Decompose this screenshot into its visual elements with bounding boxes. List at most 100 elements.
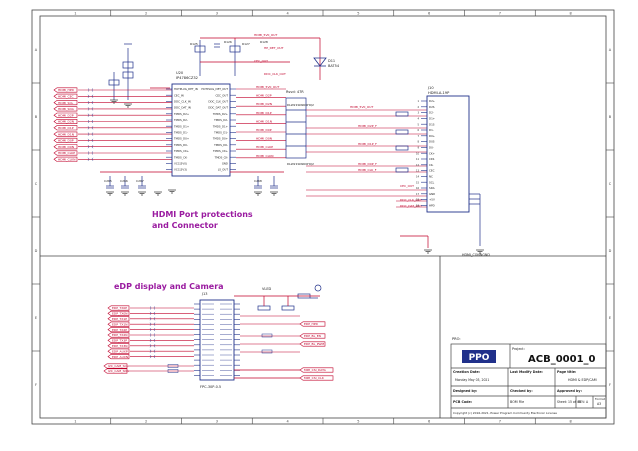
ic-pin-right-label: TMDS_D1- [213,131,228,135]
zone-row-left-A: A [35,48,38,52]
zone-row-right-D: D [609,249,612,253]
conn-net-label: HDMI_D1P_F [358,142,377,146]
conn-pin-label: SCL [429,180,435,184]
ic-u20-pins: HOTPLUG_DET_INCEC_INDDC_CLK_INDDC_DAT_IN… [166,87,236,172]
hdmi-in-hdmi_d2n-shape [53,119,78,124]
series-termination-mark [87,119,94,124]
series-termination-mark [149,311,156,316]
edp-out-edp_hpd-label: EDP_HPD [304,322,319,326]
edp-in-edp_tx3n-shape [107,343,130,349]
conn-pin-number: 13 [416,170,420,173]
ic-pin-left-label: VCC(3V3) [174,168,187,172]
ic-pin-left-label: VCC(5V0) [174,162,187,166]
zone-col-bottom-2: 2 [145,420,147,424]
edp-connector-ref: J13 [201,292,208,296]
ic-pin-right-label: DDC_DAT_OUT [208,106,228,110]
top-net-label: DDC_CLK_OUT [264,72,286,76]
conn-pin-number: 19 [416,205,420,208]
edp-out-edp_bl_en-label: EDP_BL_EN [304,334,321,338]
resistor-ref: R126 [224,40,232,44]
mid-net-label: HDMI_D1N [256,119,272,123]
capacitor-ref: C265 [104,179,112,183]
hdmi-in-hdmi_d1p-shape [53,125,78,131]
ic-pin-left-label: HOTPLUG_DET_IN [174,87,198,91]
ic-pin-right-label: GND [222,162,228,166]
conn-pin-number: 1 [417,100,419,103]
conn-pin-number: 11 [416,158,420,161]
ic-pin-left-label: TMDS_D0+ [173,137,189,141]
company-logo: PPO [462,350,496,363]
edp-connector-part: FPC-30P-0.5 [200,385,221,389]
zone-col-bottom-7: 7 [499,420,501,424]
conn-net-label: DDC_CLK_OUT [400,198,422,202]
zone-row-left-F: F [35,383,37,387]
conn-pin-label: D0S [429,140,435,144]
edp-in-edp_tx1p-label: EDP_TX1P [112,317,127,321]
mid-net-label: HDMI_D2N [256,102,272,106]
ic-pin-right-label: CEC_OUT [215,93,228,97]
i2c-resistor [167,369,179,373]
conn-pin-label: GND [429,192,435,196]
edp-in-edp_tx0p-shape [107,305,130,311]
conn-pin-number: 5 [417,123,419,126]
series-termination-mark [87,107,94,111]
hdmi-in-hdmi_cec-label: HDMI_CEC [58,95,74,99]
conn-pin-label: D1S [429,122,435,126]
conn-pin-label: +5V [429,198,435,202]
ic-pin-left-label: TMDS_D2+ [173,112,189,116]
edp-in-edp_auxp-label: EDP_AUXP [112,349,128,353]
hdmi-in-hdmi_clkp-shape [53,150,78,156]
zone-col-bottom-3: 3 [216,420,218,424]
zone-col-bottom-4: 4 [287,420,290,424]
mid-net-label: HDMI_D2P [256,94,272,98]
edp-in-edp_tx1p-shape [107,316,130,322]
conn-pin-number: 4 [417,118,419,121]
csi-mipi_csi_clk-shape [299,375,334,381]
i2c-i2c_cam_sda-shape [103,368,128,374]
series-termination-mark [87,94,94,98]
diode-d11-ref: D11 [328,59,335,63]
series-termination-mark [87,100,94,105]
series-termination-mark [87,138,94,143]
conn-pin-number: 14 [416,176,420,179]
ic-pin-left-label: DDC_CLK_IN [174,100,191,104]
creation-date-value: Monday May 03, 2021 [455,378,489,382]
mid-net-label: HDMI_D0P [256,128,272,132]
pcb-code-value: BOM File [510,400,524,404]
conn-pin-number: 6 [417,129,419,132]
conn-pin-number: 9 [417,147,419,150]
series-termination-mark [87,157,94,161]
creation-date-label: Creation Date: [453,370,480,374]
zone-row-left-B: B [35,115,38,119]
zone-row-right-F: F [609,383,611,387]
conn-pin-number: 17 [416,193,420,196]
conn-pin-number: 18 [416,199,420,202]
revision: REV: A [578,400,589,404]
ic-pin-right-label: TMDS_CK+ [212,149,228,153]
ic-pin-left-label: TMDS_D0- [173,143,188,147]
hdmi-in-hdmi_clkn-shape [53,156,78,162]
i2c-resistor [167,364,179,368]
i2c-i2c_cam_scl-label: I2C_CAM_SCL [108,364,129,368]
csi-mipi_csi_data-label: MIPI_CSI_DATA [304,368,327,372]
capacitor-ref: C267 [136,179,144,183]
title-block [450,343,607,419]
choke-part-top: DLW21SN900HQ2 [287,103,314,107]
edp-rail-label: VLED [262,287,272,291]
series-termination-mark [149,333,156,337]
hdmi-in-hdmi_d0n-shape [53,144,78,150]
series-termination-mark [87,145,94,149]
hdmi-supply-parts [108,40,241,100]
hdmi-section: D11 BAT54 HDMI_HPDHDMI_CECHDMI_SCLHDMI_S… [53,33,490,257]
paper-label: Format [595,397,606,401]
hdmi-in-hdmi_clkn-label: HDMI_CLKN [58,158,76,162]
edp-section: eDP display and Camera J13 FPC-30P-0.5 E… [103,282,334,389]
mid-net-label: HDMI_CLKP [256,145,273,149]
edp-section-title: eDP display and Camera [114,282,224,291]
hdmi-in-hdmi_d1n-label: HDMI_D1N [58,132,74,136]
common-mode-choke [285,97,307,159]
zone-col-top-1: 1 [74,12,76,16]
